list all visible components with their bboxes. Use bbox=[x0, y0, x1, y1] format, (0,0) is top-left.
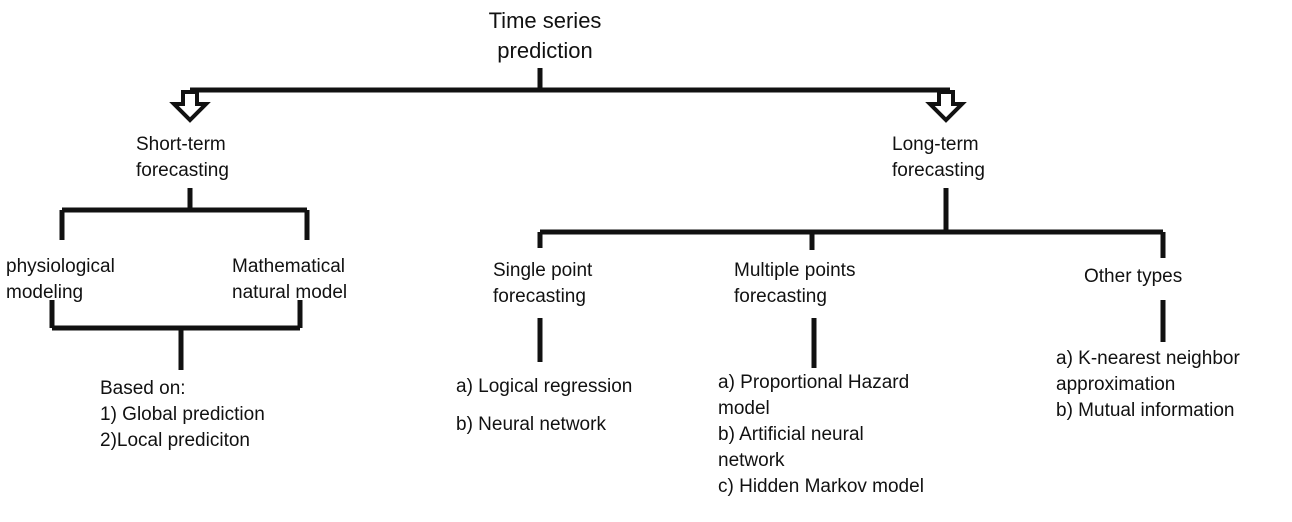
mathematical-node: Mathematical natural model bbox=[232, 254, 347, 306]
mathematical-line-1: Mathematical bbox=[232, 256, 345, 277]
based-on-line-2: 1) Global prediction bbox=[100, 404, 265, 425]
root-line-2: prediction bbox=[497, 38, 593, 63]
root-line-1: Time series bbox=[488, 8, 602, 33]
short-term-line-1: Short-term bbox=[136, 134, 226, 155]
other-types-items: a) K-nearest neighbor approximation b) M… bbox=[1056, 346, 1240, 424]
single-point-node: Single point forecasting bbox=[493, 258, 592, 310]
long-term-node: Long-term forecasting bbox=[892, 132, 985, 184]
root-node: Time series prediction bbox=[470, 6, 620, 66]
other-item-2: approximation bbox=[1056, 374, 1176, 395]
short-term-arrow-icon bbox=[169, 90, 211, 123]
long-term-line-2: forecasting bbox=[892, 160, 985, 181]
physiological-line-1: physiological bbox=[6, 256, 115, 277]
multiple-points-node: Multiple points forecasting bbox=[734, 258, 855, 310]
based-on-line-1: Based on: bbox=[100, 378, 186, 399]
single-point-line-2: forecasting bbox=[493, 286, 586, 307]
physiological-line-2: modeling bbox=[6, 282, 84, 303]
based-on-node: Based on: 1) Global prediction 2)Local p… bbox=[100, 376, 265, 454]
other-item-3: b) Mutual information bbox=[1056, 400, 1235, 421]
based-on-line-3: 2)Local prediciton bbox=[100, 430, 250, 451]
multiple-points-line-2: forecasting bbox=[734, 286, 827, 307]
single-point-items: a) Logical regression b) Neural network bbox=[456, 368, 632, 444]
other-types-node: Other types bbox=[1084, 264, 1182, 290]
physiological-node: physiological modeling bbox=[6, 254, 115, 306]
multiple-item-4: network bbox=[718, 450, 785, 471]
single-item-1: a) Logical regression bbox=[456, 376, 633, 397]
long-term-arrow-icon bbox=[925, 90, 967, 123]
short-term-line-2: forecasting bbox=[136, 160, 229, 181]
short-term-node: Short-term forecasting bbox=[136, 132, 229, 184]
multiple-item-5: c) Hidden Markov model bbox=[718, 476, 924, 497]
multiple-item-3: b) Artificial neural bbox=[718, 424, 864, 445]
single-point-line-1: Single point bbox=[493, 260, 593, 281]
long-term-line-1: Long-term bbox=[892, 134, 979, 155]
other-types-line-1: Other types bbox=[1084, 266, 1183, 287]
multiple-points-line-1: Multiple points bbox=[734, 260, 856, 281]
mathematical-line-2: natural model bbox=[232, 282, 348, 303]
other-item-1: a) K-nearest neighbor bbox=[1056, 348, 1240, 369]
multiple-points-items: a) Proportional Hazard model b) Artifici… bbox=[718, 370, 924, 500]
multiple-item-2: model bbox=[718, 398, 770, 419]
multiple-item-1: a) Proportional Hazard bbox=[718, 372, 910, 393]
single-item-2: b) Neural network bbox=[456, 414, 606, 435]
